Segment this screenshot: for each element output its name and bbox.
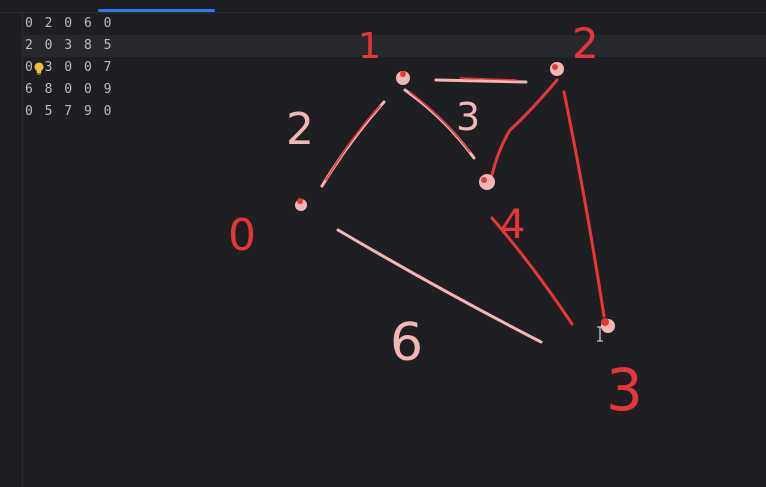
edge-4-3 <box>490 216 574 326</box>
node-label: 1 <box>358 26 381 67</box>
lightbulb-icon[interactable] <box>33 62 45 76</box>
code-line[interactable]: 0 3 0 0 7 <box>25 60 114 75</box>
edge-0-1 <box>320 100 386 188</box>
active-tab-indicator[interactable] <box>98 9 215 12</box>
edge-1-2 <box>434 78 528 84</box>
tab-bar <box>0 0 766 13</box>
code-line[interactable]: 0 2 0 6 0 <box>25 16 114 31</box>
edge-2-4 <box>490 78 559 177</box>
edge-label: 4 <box>500 202 525 248</box>
code-line[interactable]: 0 5 7 9 0 <box>25 104 114 119</box>
edge-0-3 <box>336 228 543 344</box>
node-label: 0 <box>228 210 256 261</box>
edge-label: 6 <box>390 313 423 373</box>
code-line[interactable]: 2 0 3 8 5 <box>25 38 114 53</box>
current-line-highlight <box>23 35 766 57</box>
text-cursor-icon <box>597 326 603 342</box>
code-line[interactable]: 6 8 0 0 9 <box>25 82 114 97</box>
edge-label: 2 <box>286 104 314 155</box>
node-4 <box>479 174 495 190</box>
node-label: 3 <box>606 356 643 424</box>
node-label: 2 <box>572 19 599 68</box>
node-1 <box>396 71 410 85</box>
code-area[interactable]: 0 2 0 6 0 2 0 3 8 5 0 3 0 0 7 6 8 0 0 9 … <box>25 13 113 123</box>
edge-label: 3 <box>456 95 480 139</box>
line-gutter <box>0 13 23 487</box>
edge-2-3 <box>562 90 606 318</box>
